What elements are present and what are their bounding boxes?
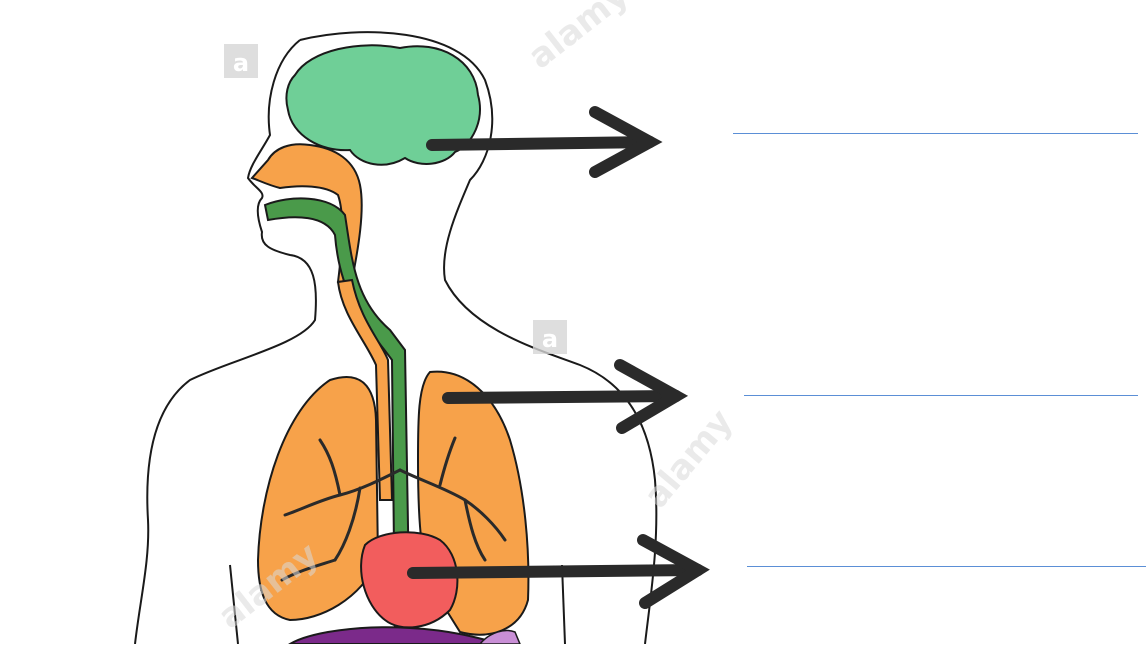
watermark-badge-1: a bbox=[224, 44, 258, 78]
watermark-text-1: alamy bbox=[521, 0, 636, 77]
answer-line-brain[interactable] bbox=[733, 133, 1138, 134]
svg-text:a: a bbox=[542, 325, 558, 353]
answer-line-lungs[interactable] bbox=[744, 395, 1138, 396]
watermark-badge-2: a bbox=[533, 320, 567, 354]
svg-text:a: a bbox=[233, 49, 249, 77]
answer-line-heart[interactable] bbox=[747, 566, 1146, 567]
heart bbox=[361, 532, 457, 627]
